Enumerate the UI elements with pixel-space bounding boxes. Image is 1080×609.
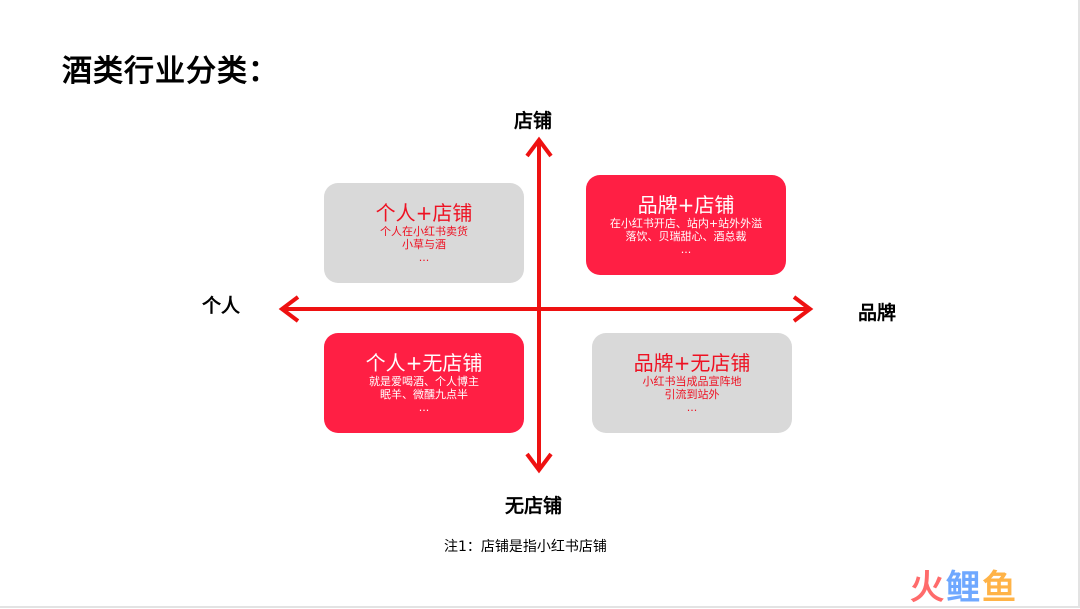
- quadrant-line: ...: [686, 401, 698, 415]
- quadrant-line: 小草与酒: [402, 238, 446, 252]
- quadrant-line: 小红书当成品宣阵地: [642, 375, 742, 388]
- quadrant-line: 眠羊、微醺九点半: [380, 388, 468, 402]
- quadrant-bottom-right: 品牌+无店铺 小红书当成品宣阵地 引流到站外 ...: [592, 333, 792, 433]
- quadrant-title: 个人+无店铺: [365, 351, 483, 375]
- quadrant-line: ...: [680, 243, 692, 257]
- watermark-char: 鲤: [946, 568, 982, 608]
- quadrant-line: 个人在小红书卖货: [380, 225, 468, 238]
- quadrant-title: 个人+店铺: [375, 201, 473, 225]
- axis-label-left: 个人: [202, 295, 241, 317]
- quadrant-line: 在小红书开店、站内+站外外溢: [609, 217, 763, 230]
- axis-label-right: 品牌: [858, 302, 897, 324]
- quadrant-title: 品牌+店铺: [637, 193, 735, 217]
- axis-label-top: 店铺: [514, 110, 553, 132]
- quadrant-title: 品牌+无店铺: [633, 351, 751, 375]
- quadrant-top-right: 品牌+店铺 在小红书开店、站内+站外外溢 落饮、贝瑞甜心、酒总裁 ...: [586, 175, 786, 275]
- arrow-left: [278, 295, 300, 323]
- quadrant-line: 落饮、贝瑞甜心、酒总裁: [625, 230, 747, 244]
- arrow-right: [792, 295, 814, 323]
- watermark-logo: 火鲤鱼: [910, 560, 1018, 609]
- page-title: 酒类行业分类：: [62, 54, 279, 89]
- quadrant-bottom-left: 个人+无店铺 就是爱喝酒、个人博主 眠羊、微醺九点半 ...: [324, 333, 524, 433]
- quadrant-line: 引流到站外: [664, 388, 720, 402]
- quadrant-top-left: 个人+店铺 个人在小红书卖货 小草与酒 ...: [324, 183, 524, 283]
- quadrant-line: 就是爱喝酒、个人博主: [369, 375, 479, 388]
- watermark-char: 火: [910, 568, 946, 608]
- quadrant-line: ...: [418, 401, 430, 415]
- axis-label-bottom: 无店铺: [505, 495, 563, 517]
- arrow-up: [525, 136, 553, 158]
- watermark-char: 鱼: [982, 568, 1018, 608]
- arrow-down: [525, 452, 553, 474]
- footnote: 注1：店铺是指小红书店铺: [444, 539, 607, 555]
- quadrant-line: ...: [418, 251, 430, 265]
